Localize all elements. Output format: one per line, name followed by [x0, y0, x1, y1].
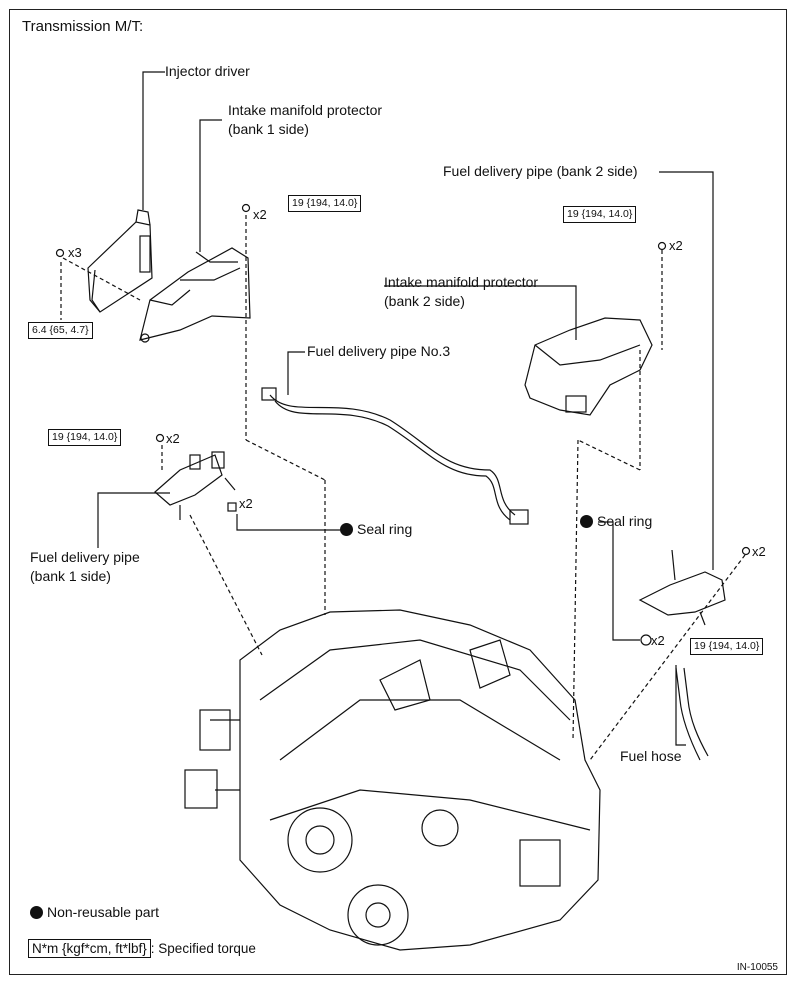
qty-seal-ring-right: x2	[651, 633, 665, 648]
leader-lines	[97, 71, 714, 746]
qty-protector-b1-bolt: x2	[253, 207, 267, 222]
intake-protector-b1-drawing	[139, 247, 251, 343]
torque-box-injector: 6.4 {65, 4.7}	[28, 322, 93, 339]
fuel-delivery-b1-drawing	[154, 451, 237, 520]
fuel-pipe-no3-label: Fuel delivery pipe No.3	[307, 343, 451, 359]
fuel-pipe-no3-drawing	[261, 387, 529, 525]
fuel-hose-drawing	[675, 667, 709, 761]
torque-unit-box: N*m {kgf*cm, ft*lbf}	[28, 939, 151, 958]
intake-protector-b2-label-1: Intake manifold protector	[384, 274, 539, 290]
qty-delivery-b1-bolt: x2	[166, 431, 180, 446]
bolt-icons	[55, 203, 751, 556]
torque-desc: : Specified torque	[150, 941, 256, 956]
figure-frame	[9, 9, 787, 975]
intake-protector-b2-drawing	[524, 317, 653, 416]
assembly-lines	[60, 215, 746, 761]
qty-protector-b2-bolt: x2	[669, 238, 683, 253]
fuel-delivery-b1-label-1: Fuel delivery pipe	[30, 549, 140, 565]
non-reusable-dot-icon	[340, 523, 353, 536]
fuel-delivery-b1-label-2: (bank 1 side)	[30, 568, 111, 584]
engine-drawing	[184, 609, 601, 951]
legend-non-reusable: Non-reusable part	[30, 903, 159, 922]
page-title: Transmission M/T:	[22, 18, 144, 35]
figure-code: IN-10055	[736, 962, 778, 973]
qty-delivery-b2-bolt: x2	[752, 544, 766, 559]
intake-protector-b1-label-1: Intake manifold protector	[228, 102, 383, 118]
fuel-delivery-b2-label: Fuel delivery pipe (bank 2 side)	[443, 163, 638, 179]
qty-seal-ring-left: x2	[239, 496, 253, 511]
fuel-delivery-b2-drawing	[638, 549, 726, 646]
torque-box-protector-b1: 19 {194, 14.0}	[288, 195, 362, 212]
torque-box-delivery-b2: 19 {194, 14.0}	[690, 638, 764, 655]
injector-driver-drawing	[87, 209, 153, 313]
intake-protector-b2-label-2: (bank 2 side)	[384, 293, 465, 309]
seal-ring-left-label: Seal ring	[340, 520, 412, 539]
legend-torque: N*m {kgf*cm, ft*lbf}: Specified torque	[28, 939, 256, 958]
seal-ring-right-label: Seal ring	[580, 512, 652, 531]
non-reusable-dot-icon	[580, 515, 593, 528]
intake-protector-b1-label-2: (bank 1 side)	[228, 121, 309, 137]
torque-box-delivery-b1: 19 {194, 14.0}	[48, 429, 122, 446]
qty-injector-bolt: x3	[68, 245, 82, 260]
non-reusable-dot-icon	[30, 906, 43, 919]
fuel-hose-label: Fuel hose	[620, 748, 682, 764]
injector-driver-label: Injector driver	[165, 63, 250, 79]
torque-box-protector-b2: 19 {194, 14.0}	[563, 206, 637, 223]
